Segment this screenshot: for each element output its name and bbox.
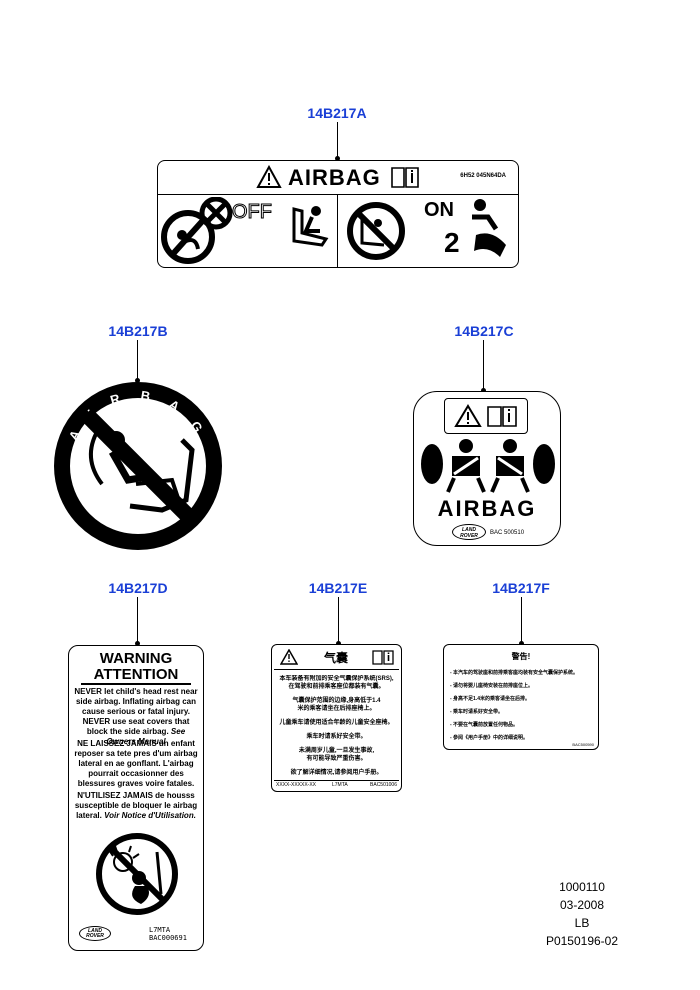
label-14b217e: 气囊 本车装备有附加的安全气囊保护系统(SRS), 在驾驶和前排乘客座位都装有气… <box>271 644 402 792</box>
label-d-fr-manual: Voir Notice d'Utilisation. <box>104 811 196 820</box>
leader-line-f <box>521 597 522 645</box>
leader-dot-b <box>135 378 140 383</box>
land-rover-logo-line1: LAND <box>462 527 476 533</box>
label-f-item-1: - 本汽车的驾驶座和前排乘客座均装有安全气囊保护系统。 <box>450 670 579 676</box>
label-e-rule <box>274 669 399 670</box>
label-d-code-2: BAC000691 <box>149 934 187 942</box>
label-f-code: BAC500590 <box>572 742 594 747</box>
label-d-rule <box>81 683 191 685</box>
label-d-code-1: L7MTA <box>149 926 171 934</box>
label-e-footer-right: BAC501006 <box>370 782 397 788</box>
label-d-attention: ATTENTION <box>93 666 179 683</box>
label-14b217b-no-child-airbag: A I R B A G <box>54 382 222 550</box>
label-f-item-3: - 身高不足1.4米的乘客请坐在后排。 <box>450 696 531 702</box>
label-d-en-text: NEVER let child's head rest near side ai… <box>74 687 198 736</box>
label-e-line-9: 欲了解详细情况,请参阅用户手册。 <box>290 770 383 776</box>
seatbelt-occupants-icon <box>421 439 555 493</box>
warning-triangle-icon <box>280 649 298 665</box>
label-e-header: 气囊 <box>324 651 349 665</box>
label-c-title: AIRBAG <box>437 496 537 521</box>
label-d-en-manual: See Owners Manual <box>106 727 186 746</box>
land-rover-logo-line2: ROVER <box>460 533 478 539</box>
leader-dot-a <box>335 156 340 161</box>
leader-dot-d <box>135 641 140 646</box>
airbag-on-passenger-icon <box>472 199 506 257</box>
label-d-warning: WARNING <box>99 650 173 667</box>
label-d-fr-text: N'UTILISEZ JAMAIS de housss susceptible … <box>74 791 198 820</box>
leader-line-d <box>137 597 138 645</box>
leader-dot-e <box>336 641 341 646</box>
label-e-line-8: 有可能导致严重伤害。 <box>306 756 367 762</box>
label-14b217d: WARNING ATTENTION NEVER let child's head… <box>68 645 204 951</box>
airbag-off-icon <box>161 197 233 264</box>
label-e-line-4: 米的乘客请坐在后排座椅上。 <box>297 706 376 712</box>
label-a-code: 6H52 045N64DA <box>460 173 506 179</box>
label-f-item-4: - 乘车时请系好安全带。 <box>450 709 504 715</box>
callout-14b217f: 14B217F <box>492 580 550 596</box>
manual-info-icon <box>487 406 517 427</box>
label-e-line-7: 未满周岁儿童,一旦发生事故, <box>298 748 375 754</box>
label-e-line-2: 在驾驶和前排乘客座位都装有气囊。 <box>288 684 385 690</box>
label-f-item-6: - 参阅《用户手册》中的详细说明。 <box>450 735 529 741</box>
manual-info-icon <box>391 167 419 188</box>
callout-14b217b: 14B217B <box>108 323 168 339</box>
leader-dot-f <box>519 641 524 646</box>
label-f-item-5: - 不要在气囊前放置任何物品。 <box>450 722 519 728</box>
no-child-near-airbag-icon <box>96 833 178 915</box>
label-e-line-3: 气囊保护范围的边缘,身高低于1.4 <box>292 698 381 704</box>
label-f-title: 警告! <box>511 652 531 661</box>
label-d-en-paragraph: NEVER let child's head rest near side ai… <box>73 687 199 747</box>
leader-line-e <box>338 597 339 645</box>
label-e-footer-left: XXXX-XXXXX-XX <box>276 782 317 788</box>
child-seat-icon <box>292 206 329 247</box>
leader-line-b <box>137 340 138 382</box>
leader-dot-c <box>481 388 486 393</box>
label-a-divider-v <box>337 194 338 267</box>
leader-line-c <box>483 340 484 392</box>
reference-number: 1000110 <box>559 880 605 894</box>
label-e-text-block: 本车装备有附加的安全气囊保护系统(SRS), 在驾驶和前排乘客座位都装有气囊。 … <box>274 675 399 777</box>
label-a-off-text: OFF <box>232 201 273 224</box>
label-a-title: AIRBAG <box>288 165 381 190</box>
warning-triangle-icon <box>454 404 482 427</box>
label-e-line-5: 儿童乘车请使用适合年龄的儿童安全座椅。 <box>279 720 394 726</box>
reference-date: 03-2008 <box>559 898 605 912</box>
callout-14b217a: 14B217A <box>307 105 367 121</box>
label-e-line-1: 本车装备有附加的安全气囊保护系统(SRS), <box>279 676 394 682</box>
land-rover-logo: LAND ROVER <box>79 926 111 941</box>
land-rover-logo-line1: LAND <box>88 928 102 934</box>
label-d-fr-paragraph-1: NE LAISSEZ JAMAIS un enfant reposer sa t… <box>74 739 198 788</box>
manual-info-icon <box>372 650 394 665</box>
label-d-fr-paragraph-2: N'UTILISEZ JAMAIS de housss susceptible … <box>73 791 199 821</box>
label-e-line-6: 乘车时请系好安全带。 <box>306 734 367 740</box>
label-e-footer-rule <box>274 780 399 781</box>
callout-14b217d: 14B217D <box>108 580 168 596</box>
label-14b217f: 警告! - 本汽车的驾驶座和前排乘客座均装有安全气囊保护系统。 - 请勿将婴儿座… <box>443 644 599 750</box>
label-a-two: 2 <box>444 227 460 258</box>
reference-region: LB <box>574 916 590 930</box>
label-a-on-text: ON <box>424 199 454 221</box>
label-a-divider-h <box>158 194 518 195</box>
callout-14b217c: 14B217C <box>454 323 514 339</box>
land-rover-logo: LAND ROVER <box>452 524 486 540</box>
land-rover-logo-line2: ROVER <box>86 933 104 939</box>
no-child-seat-icon <box>347 202 405 260</box>
label-c-icon-box <box>444 398 528 434</box>
label-14b217a: AIRBAG 6H52 045N64DA OFF ON 2 <box>157 160 519 268</box>
reference-part-code: P0150196-02 <box>545 934 619 948</box>
callout-14b217e: 14B217E <box>308 580 368 596</box>
label-e-footer-mid: L7MTA <box>332 782 348 788</box>
leader-line-a <box>337 122 338 160</box>
label-14b217c: AIRBAG LAND ROVER BAC 500510 <box>413 391 561 546</box>
label-c-code: BAC 500510 <box>490 530 525 536</box>
label-f-item-2: - 请勿将婴儿座椅安装在前排座位上。 <box>450 683 534 689</box>
label-f-items: - 本汽车的驾驶座和前排乘客座均装有安全气囊保护系统。 - 请勿将婴儿座椅安装在… <box>450 667 596 745</box>
warning-triangle-icon <box>256 165 282 188</box>
